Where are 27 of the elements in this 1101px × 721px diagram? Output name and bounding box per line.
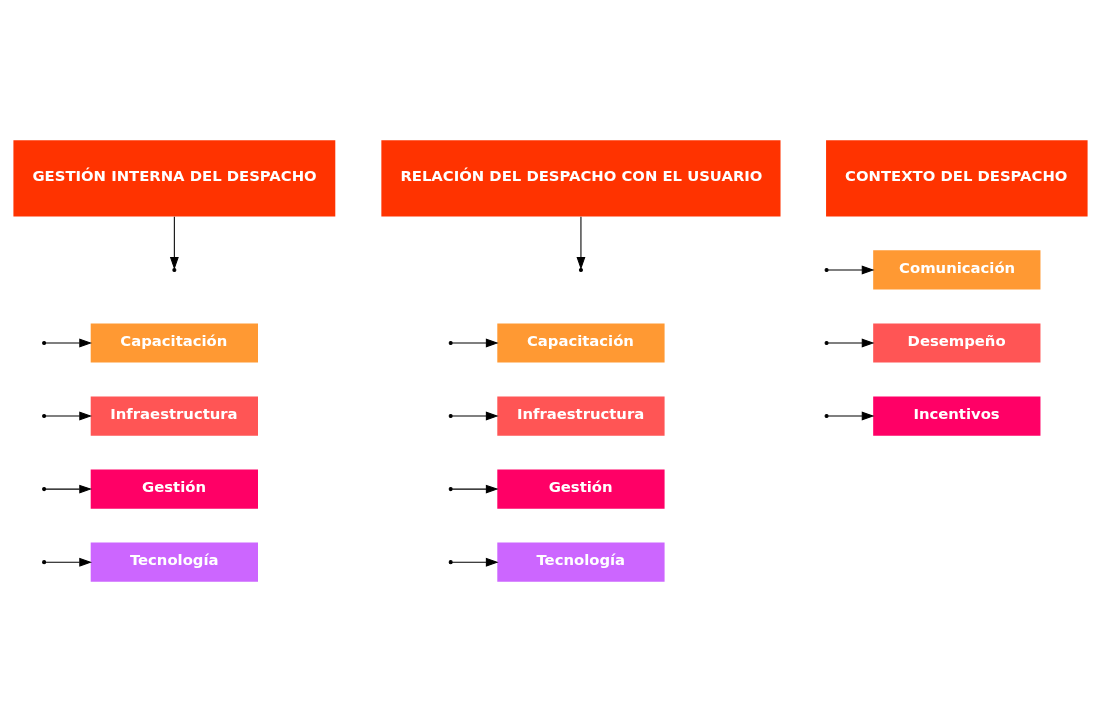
arrow [827,338,875,347]
node-box: Incentivos [873,395,1041,436]
node-box: Tecnología [497,542,665,582]
node-box: CONTEXTO DEL DESPACHO [826,139,1088,216]
arrow [45,557,92,567]
node-box: Gestión [497,469,665,509]
node-box: Comunicación [873,249,1041,290]
node-box: Desempeño [873,322,1041,363]
node-box: Capacitación [90,322,258,363]
arrow [451,338,499,347]
node-box: GESTIÓN INTERNA DEL DESPACHO [13,139,336,216]
node-box: Gestión [90,469,258,509]
node-box: Capacitación [497,322,665,363]
node-box: Infraestructura [90,395,258,436]
arrow [827,265,875,274]
arrow [576,215,586,270]
arrow [45,411,92,420]
node-box: RELACIÓN DEL DESPACHO CON EL USUARIO [381,139,781,216]
arrow [45,338,92,347]
arrow [451,411,499,420]
arrow [45,484,92,494]
arrow [827,411,875,420]
arrow [451,557,499,567]
arrow [451,484,499,494]
node-box: Infraestructura [497,395,665,436]
arrow [169,215,179,270]
node-box: Tecnología [90,542,258,582]
